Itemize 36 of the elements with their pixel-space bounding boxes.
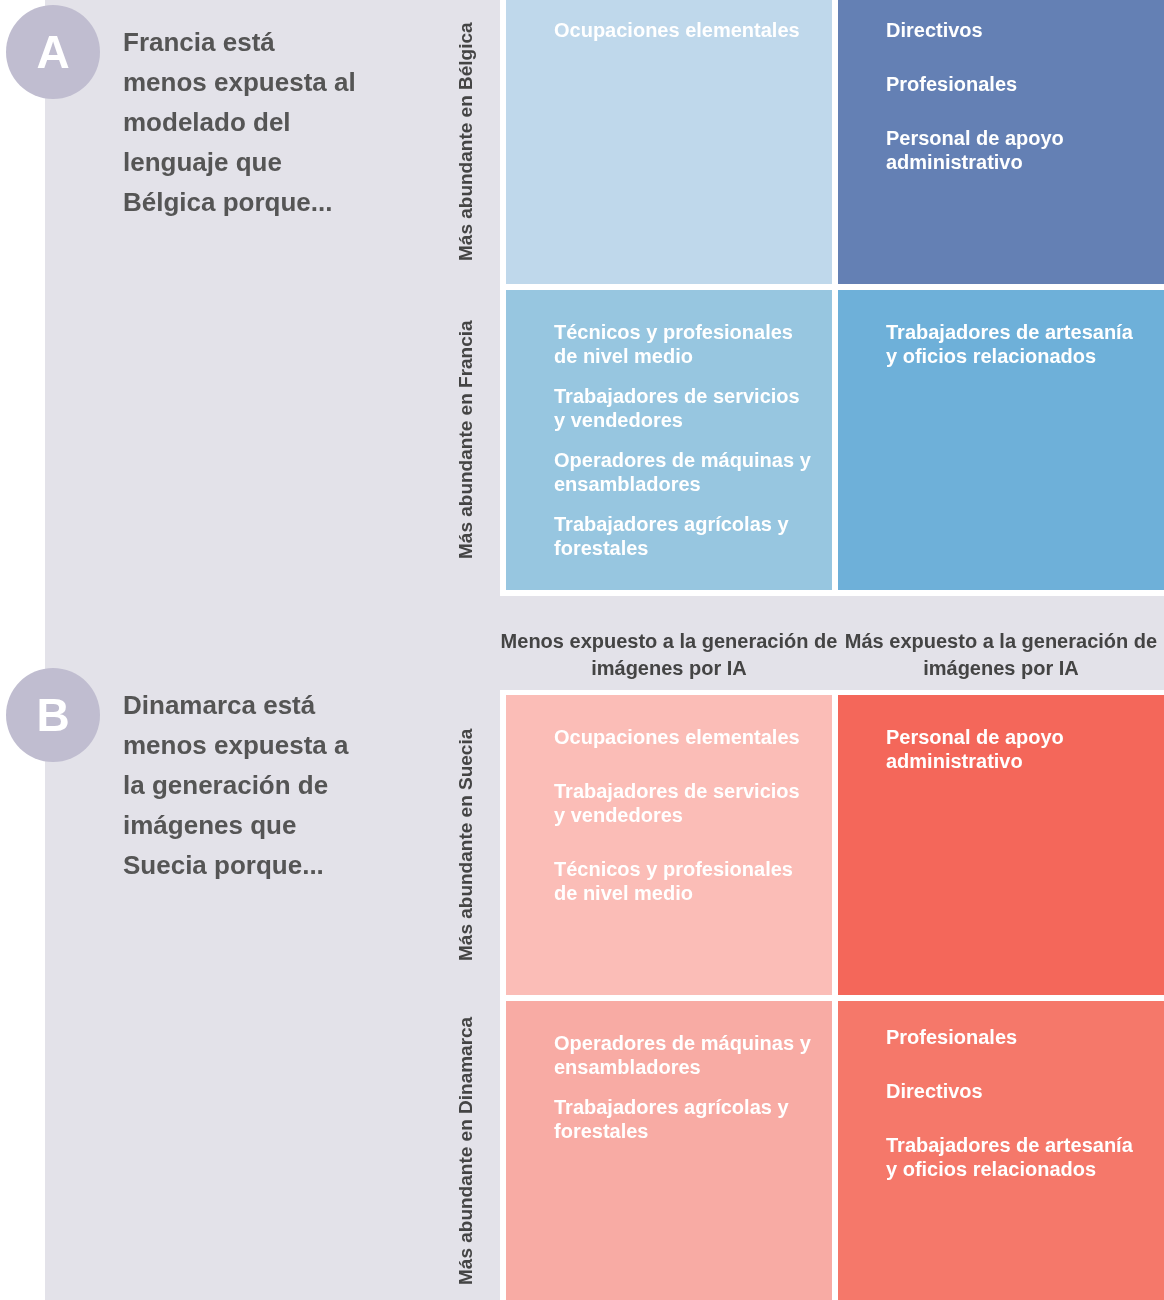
occupation-text: Profesionales [886, 1025, 1019, 1049]
occupation-text: Trabajadores de artesanía y oficios relacionados [886, 1133, 1134, 1181]
column-header: Menos expuesto a la generación de imágenes por IA [500, 629, 838, 681]
occupation-text: Operadores de máquinas y ensambladores [554, 448, 812, 496]
row-header: Más abundante en Bélgica [455, 21, 477, 264]
occupation-text: Ocupaciones elementales [554, 18, 801, 42]
matrix-cell [838, 695, 1164, 995]
matrix-cell [838, 0, 1164, 284]
section-letter-badge: B [6, 668, 100, 762]
occupation-text: Personal de apoyo administrativo [886, 126, 1065, 174]
occupation-text: Trabajadores de artesanía y oficios relacionados [886, 320, 1134, 368]
matrix-cell [838, 1001, 1164, 1300]
row-header: Más abundante en Dinamarca [455, 1015, 477, 1287]
occupation-text: Ocupaciones elementales [554, 725, 801, 749]
section-letter-badge: A [6, 5, 100, 99]
matrix-cell [506, 1001, 832, 1300]
occupation-text: Trabajadores agrícolas y forestales [554, 512, 790, 560]
matrix-cell [506, 695, 832, 995]
matrix-cell [506, 290, 832, 590]
matrix-cell [838, 290, 1164, 590]
occupation-text: Trabajadores agrícolas y forestales [554, 1095, 790, 1143]
occupation-text: Directivos [886, 1079, 984, 1103]
row-header: Más abundante en Francia [455, 319, 477, 562]
occupation-text: Trabajadores de servicios y vendedores [554, 384, 801, 432]
column-header: Más expuesto a la generación de imágenes por IA [843, 629, 1159, 681]
occupation-text: Profesionales [886, 72, 1019, 96]
matrix-cell [506, 0, 832, 284]
row-header: Más abundante en Suecia [455, 727, 477, 964]
occupation-text: Técnicos y profesionales de nivel medio [554, 320, 794, 368]
occupation-text: Operadores de máquinas y ensambladores [554, 1031, 812, 1079]
occupation-text: Personal de apoyo administrativo [886, 725, 1065, 773]
occupation-text: Trabajadores de servicios y vendedores [554, 779, 801, 827]
statement-text: Francia está menos expuesta al modelado del lenguaje que Bélgica porque... [123, 26, 357, 219]
statement-text: Dinamarca está menos expuesta a la generación de imágenes que Suecia porque... [123, 689, 350, 882]
occupation-text: Técnicos y profesionales de nivel medio [554, 857, 794, 905]
occupation-text: Directivos [886, 18, 984, 42]
